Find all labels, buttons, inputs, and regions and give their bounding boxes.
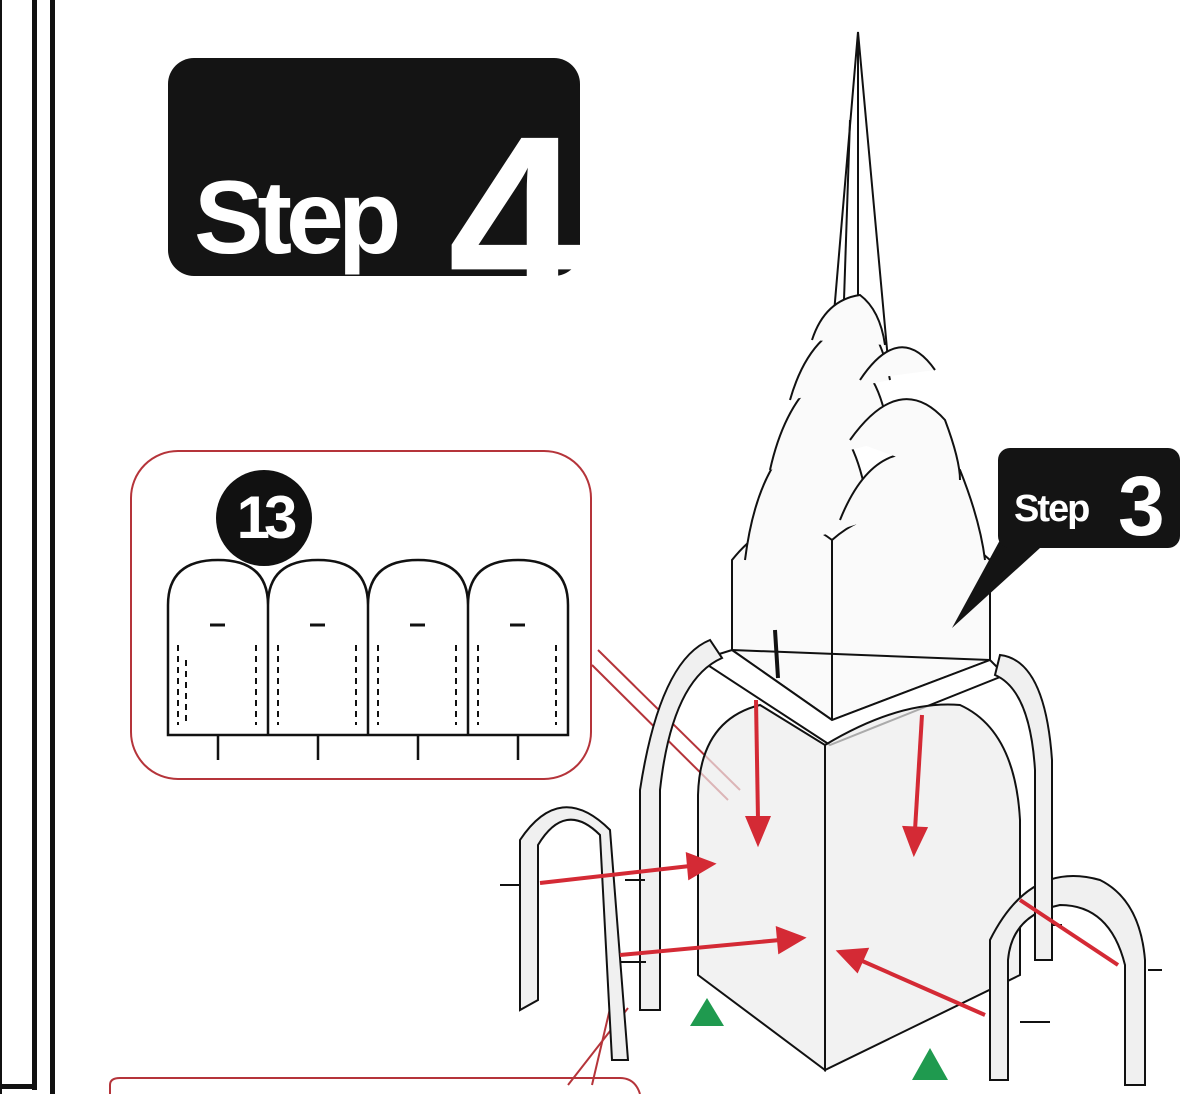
- building-body: [698, 705, 1020, 1071]
- step-ref-label: Step: [1014, 490, 1088, 528]
- part-13-piece: [168, 560, 568, 760]
- step-reference-badge: Step 3: [998, 448, 1180, 548]
- crown-assembly: [732, 295, 990, 720]
- step-ref-number: 3: [1118, 464, 1165, 548]
